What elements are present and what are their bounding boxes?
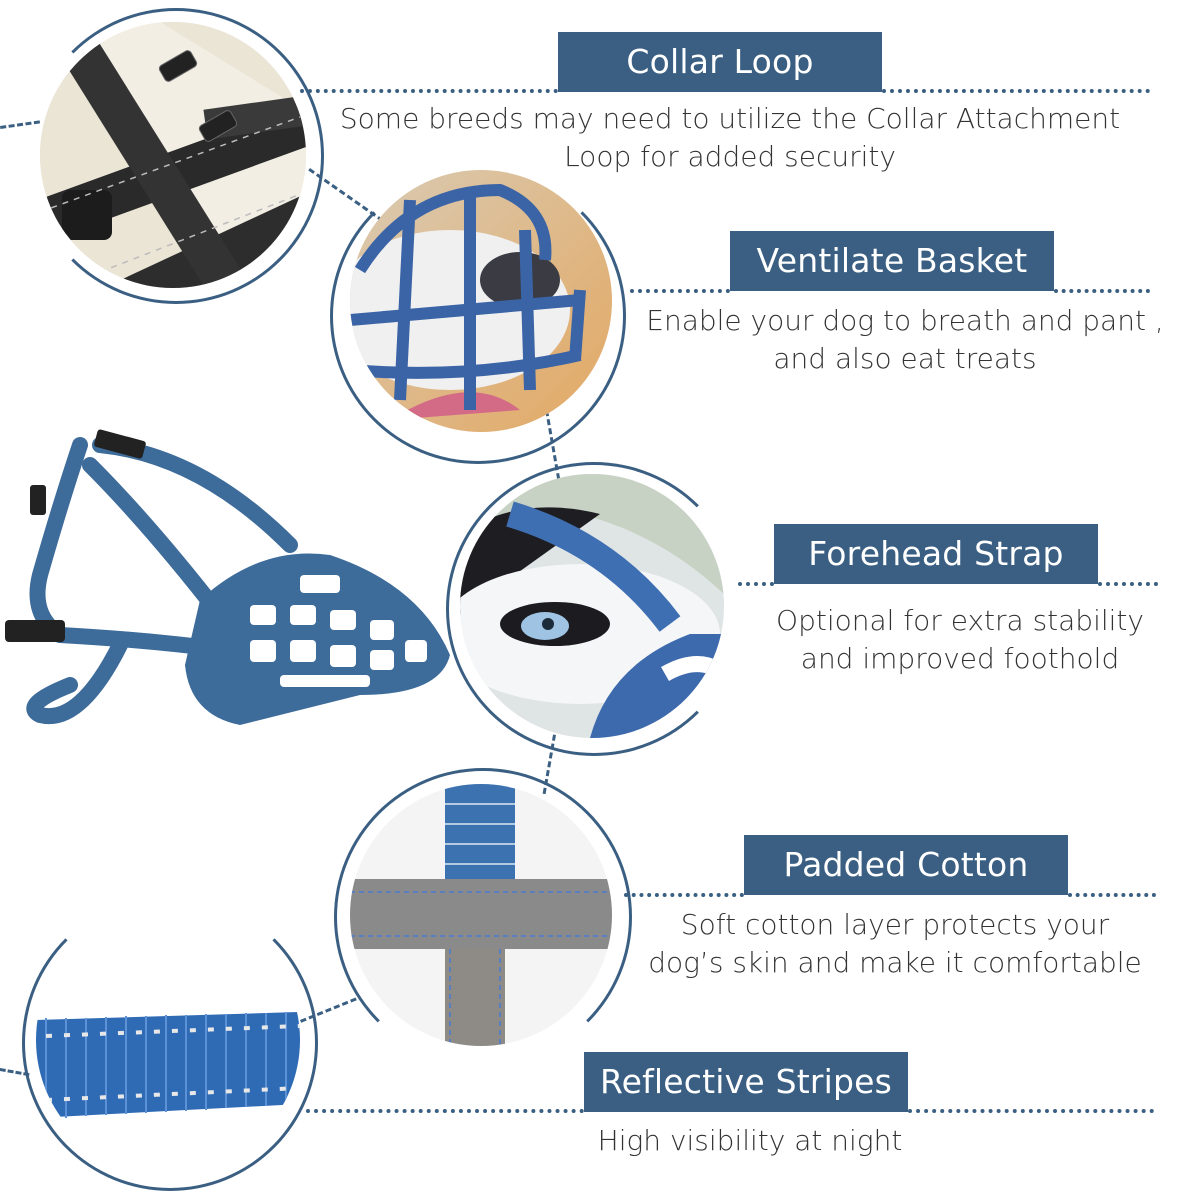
description-line: and also eat treats [773,342,1037,375]
description-line: Enable your dog to breath and pant , [646,304,1164,337]
circle-frame [330,168,626,464]
circle-frame [446,462,742,756]
description-line: Loop for added security [564,140,896,173]
collar-loop-photo [40,22,306,288]
circle-frame [334,768,632,1066]
divider-dotted [630,289,730,293]
divider-dotted [1068,893,1156,897]
divider-dotted [306,1109,584,1113]
divider-dotted [300,89,558,93]
reflective-stripes-photo [36,908,300,1172]
feature-description: Some breeds may need to utilize the Coll… [330,100,1130,176]
feature-description: Enable your dog to breath and pant , and… [630,302,1180,378]
ventilate-basket-photo [350,170,612,432]
feature-title: Forehead Strap [774,524,1098,584]
divider-dotted [624,893,744,897]
divider-dotted [738,582,774,586]
feature-description: High visibility at night [500,1122,1000,1160]
description-line: Optional for extra stability [776,604,1144,637]
feature-title: Ventilate Basket [730,231,1054,291]
description-line: and improved foothold [800,642,1120,675]
feature-description: Soft cotton layer protects your dog’s sk… [630,906,1160,982]
description-line: Some breeds may need to utilize the Coll… [339,102,1121,135]
feature-title: Collar Loop [558,32,882,92]
feature-title: Reflective Stripes [584,1052,908,1112]
description-line: dog’s skin and make it comfortable [648,946,1142,979]
forehead-strap-photo [460,474,724,738]
description-line: High visibility at night [597,1124,903,1157]
circle-frame [28,8,324,304]
divider-dotted [882,89,1150,93]
feature-title: Padded Cotton [744,835,1068,895]
padded-cotton-photo [350,784,612,1046]
description-line: Soft cotton layer protects your [680,908,1110,941]
circle-frame [22,895,318,1191]
divider-dotted [1054,289,1150,293]
product-muzzle-image [0,425,460,765]
divider-dotted [908,1109,1154,1113]
divider-dotted [1098,582,1158,586]
feature-description: Optional for extra stability and improve… [760,602,1160,678]
